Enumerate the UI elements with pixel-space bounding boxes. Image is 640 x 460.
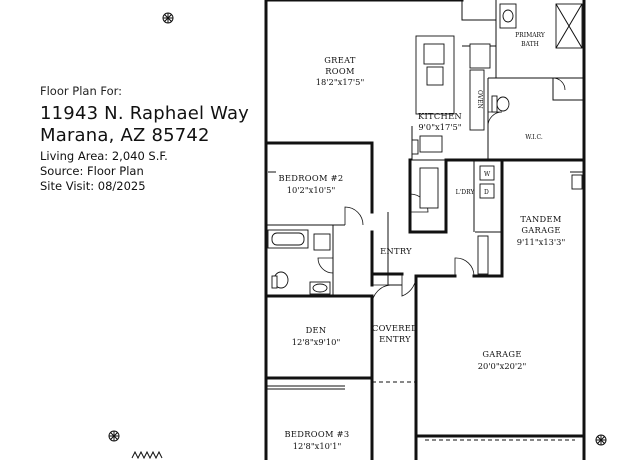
- dryer-icon: D: [479, 183, 495, 199]
- plan-info: Floor Plan For: 11943 N. Raphael Way Mar…: [40, 84, 249, 194]
- floor-plan-label: Floor Plan For:: [40, 84, 123, 98]
- address-line-1: 11943 N. Raphael Way: [40, 103, 250, 124]
- bedroom3-name: BEDROOM #3: [284, 429, 349, 439]
- covered-entry-name-2: ENTRY: [379, 334, 411, 344]
- kitchen-dim: 9'0"x17'5": [418, 122, 461, 132]
- garage-cabinet: [477, 235, 489, 275]
- kitchen-counter: [411, 69, 485, 155]
- shrub-icon: [595, 434, 607, 446]
- primary-bath-name-2: BATH: [521, 41, 539, 48]
- great-room-name-1: GREAT: [324, 55, 356, 65]
- tandem-garage-name-2: GARAGE: [521, 225, 560, 235]
- tandem-garage-name-1: TANDEM: [520, 214, 562, 224]
- site-visit: Site Visit: 08/2025: [40, 179, 146, 193]
- bedroom2-dim: 10'2"x10'5": [287, 185, 336, 195]
- shrub-icon: [108, 430, 120, 442]
- covered-entry-name-1: COVERED: [372, 323, 418, 333]
- svg-text:W: W: [484, 171, 491, 178]
- primary-bath-name-1: PRIMARY: [515, 32, 546, 39]
- shrub-icon: [162, 12, 174, 24]
- bedroom2-name: BEDROOM #2: [278, 173, 343, 183]
- wic-name: W.I.C.: [525, 134, 543, 141]
- primary-bath-fixtures: [469, 3, 583, 113]
- great-room-name-2: ROOM: [325, 66, 355, 76]
- bedroom3-closet: [266, 385, 345, 390]
- water-heater-icon: [571, 174, 583, 190]
- laundry-name: L'DRY: [456, 189, 476, 196]
- great-room-dim: 18'2"x17'5": [316, 77, 365, 87]
- source: Source: Floor Plan: [40, 164, 144, 178]
- address-line-2: Marana, AZ 85742: [40, 125, 210, 146]
- garage-name: GARAGE: [482, 349, 521, 359]
- kitchen-island: [415, 35, 455, 115]
- entry-closet: [419, 167, 439, 209]
- svg-text:D: D: [484, 189, 489, 196]
- exterior-walls: [264, 0, 586, 460]
- entry-name: ENTRY: [380, 246, 412, 256]
- den-dim: 12'8"x9'10": [292, 337, 341, 347]
- living-area: Living Area: 2,040 S.F.: [40, 149, 168, 163]
- washer-icon: W: [479, 165, 495, 181]
- bedroom3-dim: 12'8"x10'1": [293, 441, 342, 451]
- shrub-icon: [131, 450, 163, 460]
- kitchen-name: KITCHEN: [418, 111, 462, 121]
- garage-dim: 20'0"x20'2": [478, 361, 527, 371]
- hall-bath-fixtures: [267, 229, 331, 295]
- tandem-garage-dim: 9'11"x13'3": [517, 237, 566, 247]
- oven-label: OVEN: [476, 90, 483, 109]
- den-name: DEN: [306, 325, 327, 335]
